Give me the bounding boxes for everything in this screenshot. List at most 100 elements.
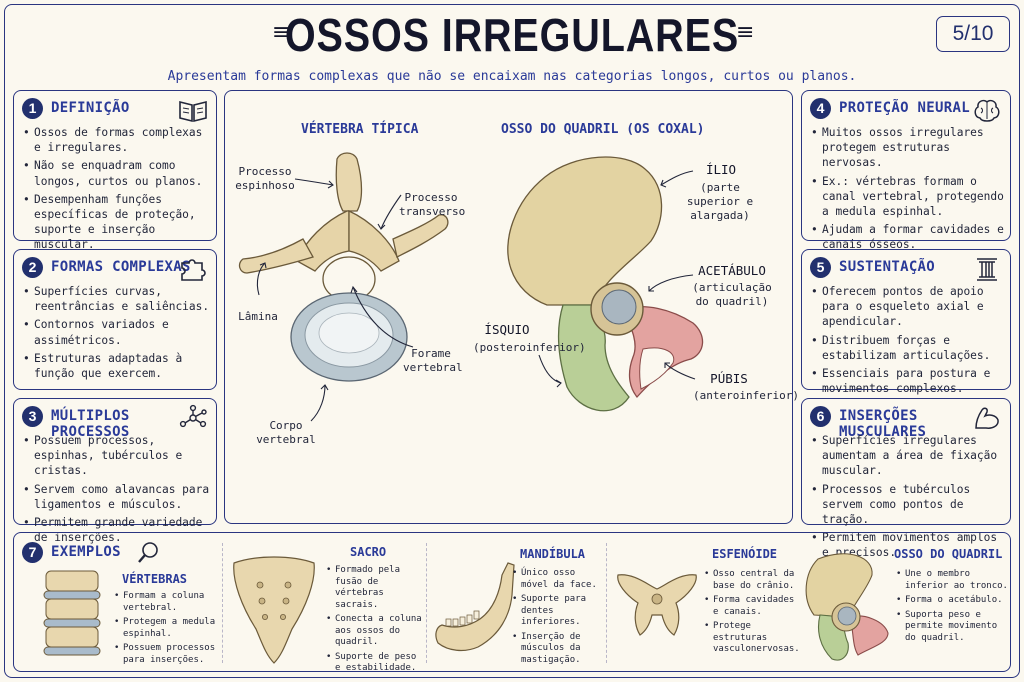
card-insercoes-musculares: 6 INSERÇÕES MUSCULARES Superfícies irreg… — [801, 398, 1011, 559]
bullet: Formado pela fusão de vértebras sacrais. — [326, 565, 424, 611]
card-title: PROTEÇÃO NEURAL — [839, 100, 970, 116]
bullet: Inserção de músculos da mastigação. — [512, 632, 602, 667]
bullet: Permitem grande variedade de inserções. — [22, 515, 210, 545]
column-icon — [977, 258, 997, 281]
label-acetabulo: ACETÁBULO — [698, 263, 766, 278]
bullet: Formam a coluna vertebral. — [114, 591, 220, 614]
bullet: Suporta peso e permite movimento do quad… — [896, 610, 1008, 645]
bullet: Distribuem forças e estabilizam articula… — [810, 333, 1004, 363]
vertebrae-thumbnail — [43, 570, 101, 656]
card-definicao: 1 DEFINIÇÃO Ossos de formas complexas e … — [13, 90, 217, 251]
bullet: Permitem movimentos amplos e precisos. — [810, 530, 1004, 560]
examples-panel: 7 EXEMPLOS VÉRTEBRAS Formam a coluna ver… — [13, 532, 1011, 673]
example-bullets-sacro: Formado pela fusão de vértebras sacrais.… — [326, 565, 424, 678]
bullet: Desempenham funções específicas de prote… — [22, 192, 210, 253]
card-protecao-neural: 4 PROTEÇÃO NEURAL Muitos ossos irregular… — [801, 90, 1011, 251]
book-icon — [179, 100, 207, 123]
bullet: Suporte para dentes inferiores. — [512, 594, 602, 629]
label-pubis: PÚBIS — [710, 371, 748, 386]
divider — [426, 543, 427, 663]
puzzle-icon — [181, 259, 206, 281]
hip-bone-illustration — [507, 156, 704, 412]
brain-icon — [974, 99, 1000, 122]
vertebra-illustration — [238, 152, 449, 382]
magnifier-icon — [138, 542, 158, 563]
example-title-vertebras: VÉRTEBRAS — [122, 572, 188, 586]
card-number: 2 — [22, 257, 43, 278]
example-title-sacro: SACRO — [350, 545, 387, 559]
label-corpo-vertebral: Corpo vertebral — [256, 419, 316, 446]
card-bullets: Possuem processos, espinhas, tubérculos … — [22, 433, 210, 548]
label-ilio: ÍLIO — [705, 162, 737, 177]
divider — [606, 543, 607, 663]
bullet: Processos e tubérculos servem como ponto… — [810, 482, 1004, 528]
example-title-esfenoide: ESFENÓIDE — [712, 547, 778, 561]
card-number: 4 — [810, 98, 831, 119]
bullet: Superfícies curvas, reentrâncias e saliê… — [22, 284, 210, 314]
label-lamina: Lâmina — [238, 310, 278, 323]
hip-bone-thumbnail — [805, 553, 889, 661]
card-title: DEFINIÇÃO — [51, 100, 130, 116]
bullet: Ajudam a formar cavidades e canais ósseo… — [810, 222, 1004, 252]
bullet: Une o membro inferior ao tronco. — [896, 569, 1008, 592]
bullet: Muitos ossos irregulares protegem estrut… — [810, 125, 1004, 171]
hip-heading: OSSO DO QUADRIL (OS COXAL) — [501, 122, 705, 137]
example-bullets-osso-do-quadril: Une o membro inferior ao tronco. Forma o… — [896, 569, 1008, 647]
bullet: Conecta a coluna aos ossos do quadril. — [326, 614, 424, 649]
examples-title: EXEMPLOS — [51, 544, 121, 560]
vertebra-heading: VÉRTEBRA TÍPICA — [301, 122, 419, 137]
bullet: Superfícies irregulares aumentam a área … — [810, 433, 1004, 479]
bullet: Oferecem pontos de apoio para o esquelet… — [810, 284, 1004, 330]
bullet: Servem como alavancas para ligamentos e … — [22, 482, 210, 512]
card-bullets: Ossos de formas complexas e irregulares.… — [22, 125, 210, 256]
page-title: OSSOS IRREGULARES — [284, 9, 740, 61]
bullet: Estruturas adaptadas à função que exerce… — [22, 351, 210, 381]
card-bullets: Muitos ossos irregulares protegem estrut… — [810, 125, 1004, 256]
anatomy-illustration — [238, 152, 704, 422]
card-multiplos-processos: 3 MÚLTIPLOS PROCESSOS Possuem processos,… — [13, 398, 217, 544]
bullet: Único osso móvel da face. — [512, 568, 602, 591]
label-isquio-desc: (posteroinferior) — [473, 341, 586, 354]
label-acetabulo-desc: (articulação do quadril) — [692, 281, 772, 308]
card-bullets: Superfícies irregulares aumentam a área … — [810, 433, 1004, 564]
title-burst-right: ≡ — [736, 20, 755, 45]
card-number: 3 — [22, 406, 43, 427]
title-burst-left: ≡ — [272, 20, 291, 45]
label-pubis-desc: (anteroinferior) — [693, 389, 799, 402]
card-sustentacao: 5 SUSTENTAÇÃO Oferecem pontos de apoio p… — [801, 249, 1011, 395]
card-number: 1 — [22, 98, 43, 119]
bullet: Possuem processos, espinhas, tubérculos … — [22, 433, 210, 479]
label-forame-vertebral: Forame vertebral — [403, 347, 463, 374]
page-number-badge: 5/10 — [936, 16, 1010, 52]
label-isquio: ÍSQUIO — [484, 322, 530, 337]
bullet: Essenciais para postura e movimentos com… — [810, 366, 1004, 396]
bullet: Possuem processos para inserções. — [114, 643, 220, 666]
bullet: Protege estruturas vasculonervosas. — [704, 621, 804, 656]
label-processo-espinhoso: Processo espinhoso — [235, 165, 295, 192]
label-ilio-desc: (parte superior e alargada) — [686, 181, 754, 222]
sphenoid-thumbnail — [617, 574, 697, 636]
muscle-icon — [975, 407, 999, 429]
card-formas-complexas: 2 FORMAS COMPLEXAS Superfícies curvas, r… — [13, 249, 217, 390]
page-subtitle: Apresentam formas complexas que não se e… — [167, 69, 857, 84]
bullet: Não se enquadram como longos, curtos ou … — [22, 158, 210, 188]
page-frame — [4, 4, 1020, 678]
network-icon — [179, 404, 207, 428]
label-processo-transverso: Processo transverso — [399, 191, 466, 218]
bullet: Protegem a medula espinhal. — [114, 617, 220, 640]
example-bullets-vertebras: Formam a coluna vertebral. Protegem a me… — [114, 591, 220, 669]
sacrum-thumbnail — [233, 556, 315, 664]
example-title-osso-do-quadril: OSSO DO QUADRIL — [894, 547, 1003, 561]
main-diagram-panel: VÉRTEBRA TÍPICA Processo espinhoso Proce… — [224, 90, 799, 524]
mandible-thumbnail — [435, 562, 515, 652]
example-bullets-mandibula: Único osso móvel da face. Suporte para d… — [512, 568, 602, 669]
bullet: Ex.: vértebras formam o canal vertebral,… — [810, 174, 1004, 220]
card-title: FORMAS COMPLEXAS — [51, 259, 191, 275]
example-title-mandibula: MANDÍBULA — [520, 547, 586, 561]
bullet: Ossos de formas complexas e irregulares. — [22, 125, 210, 155]
card-bullets: Oferecem pontos de apoio para o esquelet… — [810, 284, 1004, 399]
example-bullets-esfenoide: Osso central da base do crânio. Forma ca… — [704, 569, 804, 659]
bullet: Suporte de peso e estabilidade. — [326, 652, 424, 675]
bullet: Forma o acetábulo. — [896, 595, 1008, 607]
card-number: 5 — [810, 257, 831, 278]
